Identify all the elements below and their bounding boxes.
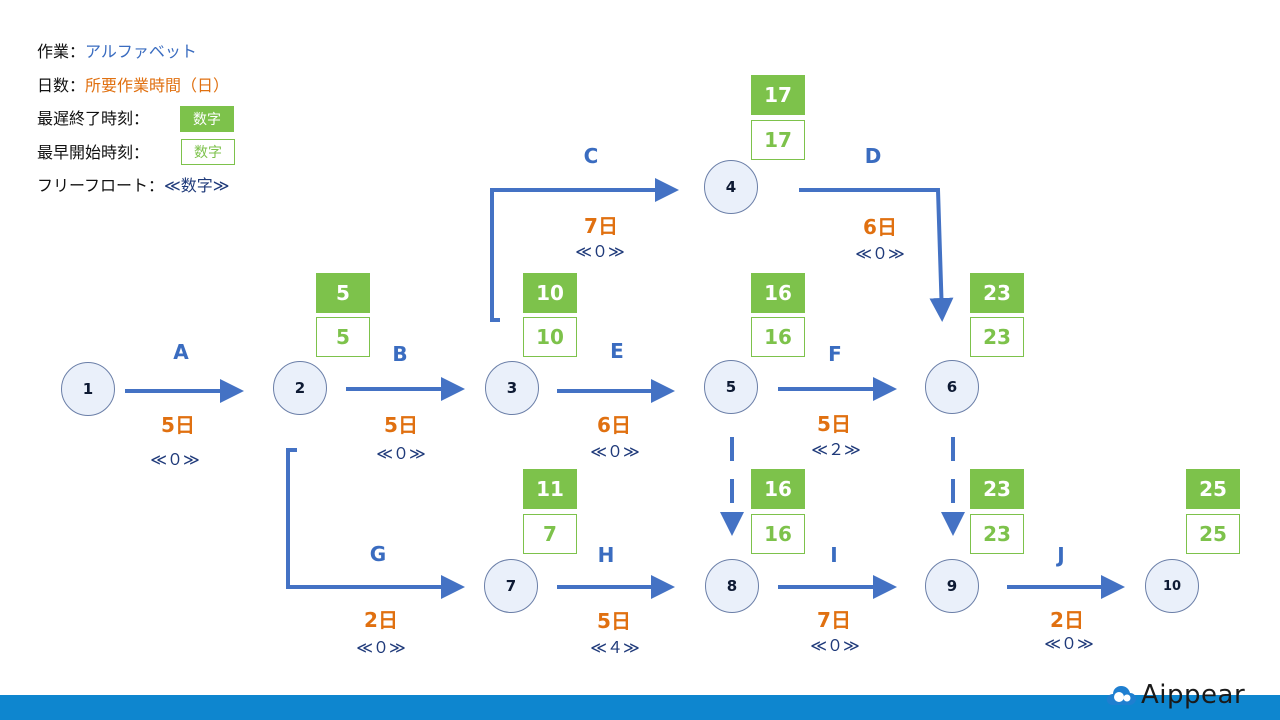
task-label-B: B: [392, 342, 408, 366]
brand-logo: Aippear: [1105, 678, 1245, 712]
task-days-C: 7日: [584, 214, 618, 238]
earliest-start-9: 23: [970, 514, 1024, 554]
task-float-D: ≪０≫: [855, 244, 905, 263]
task-days-D: 6日: [863, 215, 897, 239]
task-label-J: J: [1057, 543, 1065, 567]
task-days-B: 5日: [384, 413, 418, 437]
legend-days: 日数：所要作業時間（日）: [37, 76, 229, 96]
node-7: 7: [484, 559, 538, 613]
task-float-F: ≪２≫: [811, 440, 861, 459]
task-float-E: ≪０≫: [590, 442, 640, 461]
latest-finish-7: 11: [523, 469, 577, 509]
legend-task-value: アルファベット: [85, 42, 197, 61]
arrow-D: [799, 188, 954, 322]
task-label-G: G: [369, 542, 387, 566]
earliest-start-8: 16: [751, 514, 805, 554]
legend-earliest-box: 数字: [181, 139, 235, 165]
arrow-G: [286, 448, 465, 599]
earliest-start-7: 7: [523, 514, 577, 554]
latest-finish-8: 16: [751, 469, 805, 509]
latest-finish-4: 17: [751, 75, 805, 115]
legend-latest-key: 最遅終了時刻：: [37, 109, 150, 128]
task-label-H: H: [597, 543, 615, 567]
node-5: 5: [704, 360, 758, 414]
task-float-C: ≪０≫: [575, 242, 625, 261]
cloud-logo-icon: [1106, 686, 1136, 705]
legend-days-key: 日数：: [37, 76, 86, 95]
latest-finish-9: 23: [970, 469, 1024, 509]
latest-finish-6: 23: [970, 273, 1024, 313]
logo-text: Aippear: [1141, 680, 1246, 710]
arrow-C: [490, 178, 679, 322]
legend-days-value: 所要作業時間（日）: [85, 76, 230, 95]
task-days-J: 2日: [1050, 608, 1084, 632]
earliest-start-4: 17: [751, 120, 805, 160]
task-days-F: 5日: [817, 412, 851, 436]
node-3: 3: [485, 361, 539, 415]
earliest-start-3: 10: [523, 317, 577, 357]
task-days-A: 5日: [161, 413, 195, 437]
legend-earliest: 最早開始時刻：: [37, 143, 149, 163]
legend-latest-box: 数字: [180, 106, 234, 132]
legend-task: 作業：アルファベット: [37, 42, 197, 62]
node-4: 4: [704, 160, 758, 214]
node-9: 9: [925, 559, 979, 613]
latest-finish-3: 10: [523, 273, 577, 313]
task-label-A: A: [173, 340, 189, 364]
task-float-I: ≪０≫: [810, 636, 860, 655]
task-label-F: F: [828, 342, 842, 366]
earliest-start-6: 23: [970, 317, 1024, 357]
node-1: 1: [61, 362, 115, 416]
footer-bar: [0, 695, 1280, 720]
task-float-G: ≪０≫: [356, 638, 406, 657]
node-8: 8: [705, 559, 759, 613]
legend-float: フリーフロート：≪数字≫: [37, 176, 230, 196]
latest-finish-5: 16: [751, 273, 805, 313]
task-days-H: 5日: [597, 609, 631, 633]
task-days-I: 7日: [817, 608, 851, 632]
task-label-D: D: [864, 144, 882, 168]
task-float-H: ≪４≫: [590, 638, 640, 657]
task-float-J: ≪０≫: [1044, 634, 1094, 653]
latest-finish-10: 25: [1186, 469, 1240, 509]
task-float-A: ≪０≫: [150, 450, 200, 469]
node-2: 2: [273, 361, 327, 415]
earliest-start-10: 25: [1186, 514, 1240, 554]
latest-finish-2: 5: [316, 273, 370, 313]
node-6: 6: [925, 360, 979, 414]
legend-latest: 最遅終了時刻：: [37, 109, 149, 129]
task-label-C: C: [583, 144, 599, 168]
task-label-E: E: [610, 339, 624, 363]
legend-float-key: フリーフロート：: [37, 176, 165, 195]
legend-task-key: 作業：: [37, 42, 86, 61]
task-label-I: I: [830, 543, 838, 567]
task-float-B: ≪０≫: [376, 444, 426, 463]
legend-earliest-key: 最早開始時刻：: [37, 143, 150, 162]
task-days-G: 2日: [364, 608, 398, 632]
earliest-start-2: 5: [316, 317, 370, 357]
task-days-E: 6日: [597, 413, 631, 437]
earliest-start-5: 16: [751, 317, 805, 357]
node-10: 10: [1145, 559, 1199, 613]
legend-float-value: ≪数字≫: [164, 176, 230, 195]
